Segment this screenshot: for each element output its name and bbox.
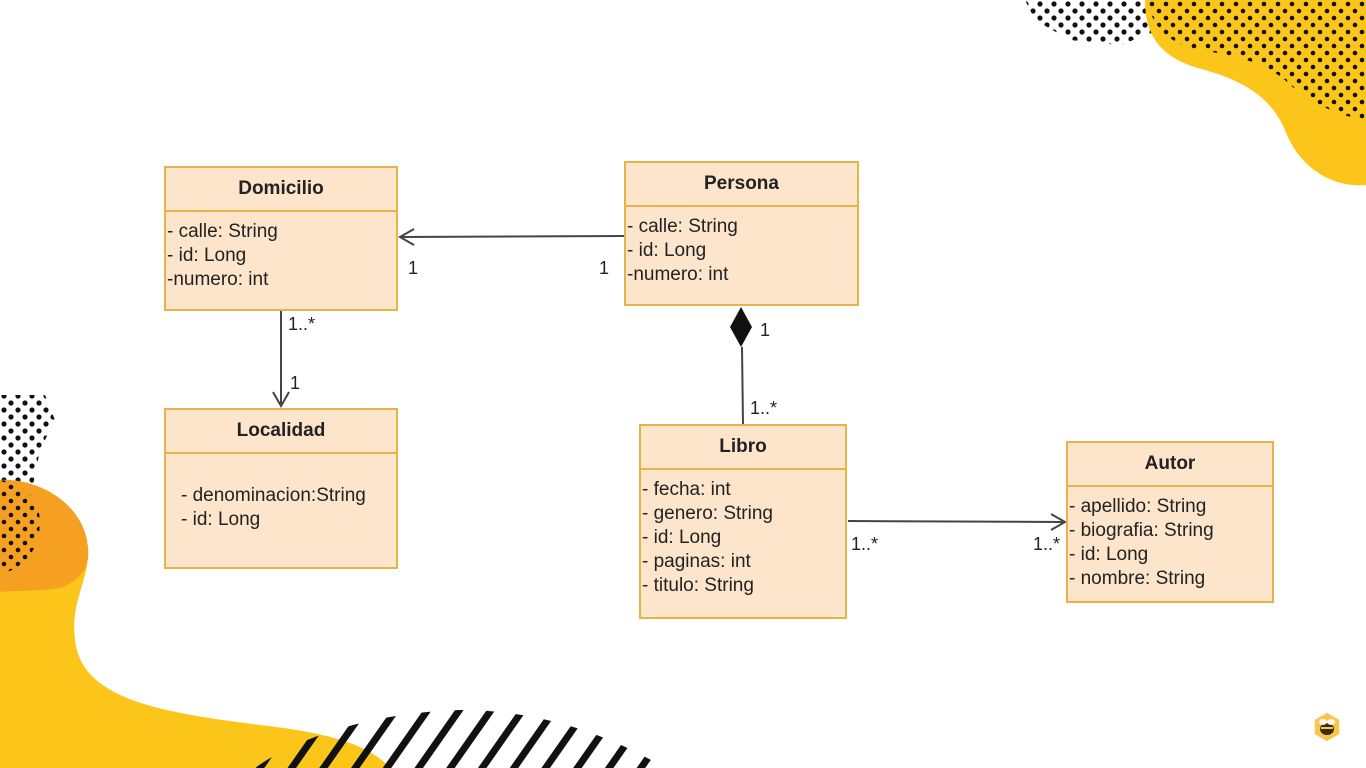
attribute: - calle: String — [167, 221, 278, 242]
class-localidad-name: Localidad — [166, 410, 396, 454]
attribute: - fecha: int — [642, 479, 731, 500]
attribute: - id: Long — [167, 245, 247, 266]
multiplicity-label: 1..* — [1033, 534, 1061, 554]
multiplicity-label: 1..* — [288, 314, 316, 334]
attribute: - id: Long — [627, 240, 707, 261]
multiplicity-label: 1 — [408, 258, 419, 278]
class-autor-name: Autor — [1068, 443, 1272, 487]
bottom-left-blob — [0, 395, 390, 768]
multiplicity-label: 1..* — [750, 398, 778, 418]
class-libro-attributes: - fecha: int - genero: String - id: Long… — [641, 470, 845, 598]
association-libro-autor — [847, 520, 1066, 523]
composition-persona-libro — [741, 346, 744, 425]
class-libro[interactable]: Libro - fecha: int - genero: String - id… — [639, 424, 847, 619]
arrowhead-autor — [1050, 513, 1068, 531]
attribute: - id: Long — [181, 509, 261, 530]
multiplicity-label: 1 — [599, 258, 610, 278]
attribute: - id: Long — [642, 527, 722, 548]
arrowhead-domicilio — [397, 228, 415, 246]
attribute: - paginas: int — [642, 551, 751, 572]
class-autor[interactable]: Autor - apellido: String - biografia: St… — [1066, 441, 1274, 603]
bee-logo-icon — [1313, 711, 1341, 743]
class-localidad[interactable]: Localidad - denominacion:String - id: Lo… — [164, 408, 398, 569]
multiplicity-label: 1 — [760, 320, 771, 340]
multiplicity-label: 1..* — [851, 534, 879, 554]
attribute: - titulo: String — [642, 575, 754, 596]
attribute: - genero: String — [642, 503, 773, 524]
attribute: - id: Long — [1069, 544, 1149, 565]
class-autor-attributes: - apellido: String - biografia: String -… — [1068, 487, 1272, 591]
class-persona-attributes: - calle: String - id: Long -numero: int — [626, 207, 857, 287]
attribute: - denominacion:String — [181, 485, 366, 506]
class-domicilio-name: Domicilio — [166, 168, 396, 212]
attribute: -numero: int — [627, 264, 729, 285]
class-persona-name: Persona — [626, 163, 857, 207]
multiplicity-label: 1 — [290, 373, 301, 393]
stripes-decoration — [255, 710, 665, 768]
attribute: - calle: String — [627, 216, 738, 237]
class-localidad-attributes: - denominacion:String - id: Long — [166, 454, 396, 532]
class-libro-name: Libro — [641, 426, 845, 470]
attribute: -numero: int — [167, 269, 269, 290]
attribute: - biografia: String — [1069, 520, 1214, 541]
class-domicilio[interactable]: Domicilio - calle: String - id: Long -nu… — [164, 166, 398, 311]
class-persona[interactable]: Persona - calle: String - id: Long -nume… — [624, 161, 859, 306]
composition-diamond — [730, 307, 752, 347]
attribute: - apellido: String — [1069, 496, 1207, 517]
arrowhead-localidad — [272, 391, 290, 409]
attribute: - nombre: String — [1069, 568, 1206, 589]
top-right-blob — [1025, 0, 1366, 186]
class-domicilio-attributes: - calle: String - id: Long -numero: int — [166, 212, 396, 292]
association-persona-domicilio — [399, 235, 625, 238]
